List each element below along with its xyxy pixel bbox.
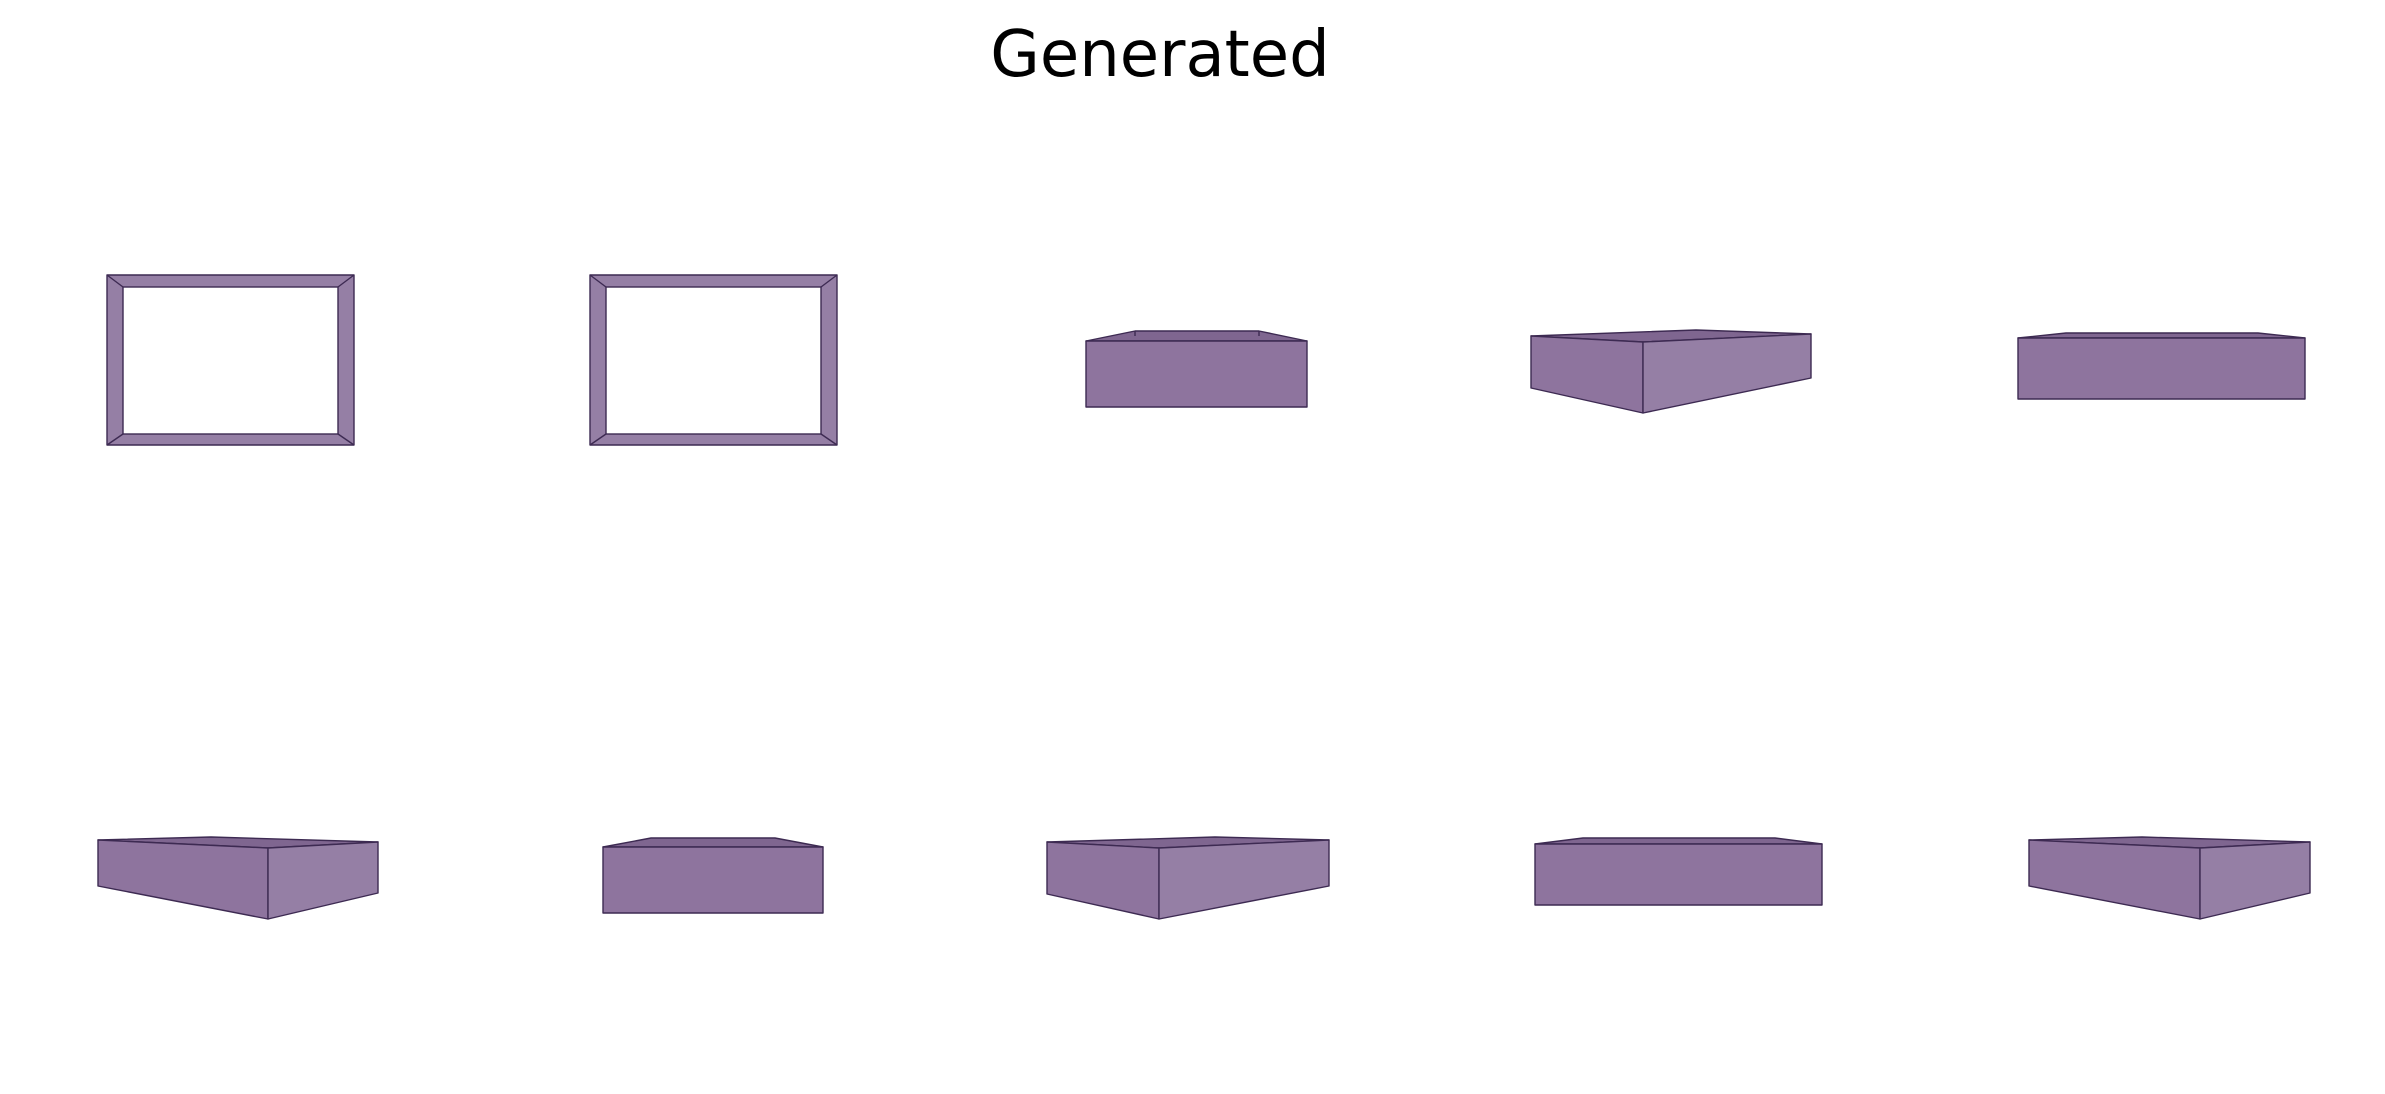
view-r2-c1-corner-box [97, 836, 379, 920]
view-r1-c5-front-box-wide [2017, 332, 2306, 400]
view-r2-c4-front-box-wide [1534, 837, 1823, 906]
view-r1-c2-top-frame [589, 274, 838, 446]
figure-title: Generated [990, 18, 1330, 92]
view-r2-c2-front-box [602, 837, 824, 914]
view-r2-c5-corner-box [2028, 836, 2311, 920]
view-r1-c4-corner-box [1530, 329, 1812, 414]
view-r1-c1-top-frame [106, 274, 355, 446]
view-r1-c3-front-box [1085, 330, 1308, 408]
view-r2-c3-corner-box [1046, 836, 1330, 920]
